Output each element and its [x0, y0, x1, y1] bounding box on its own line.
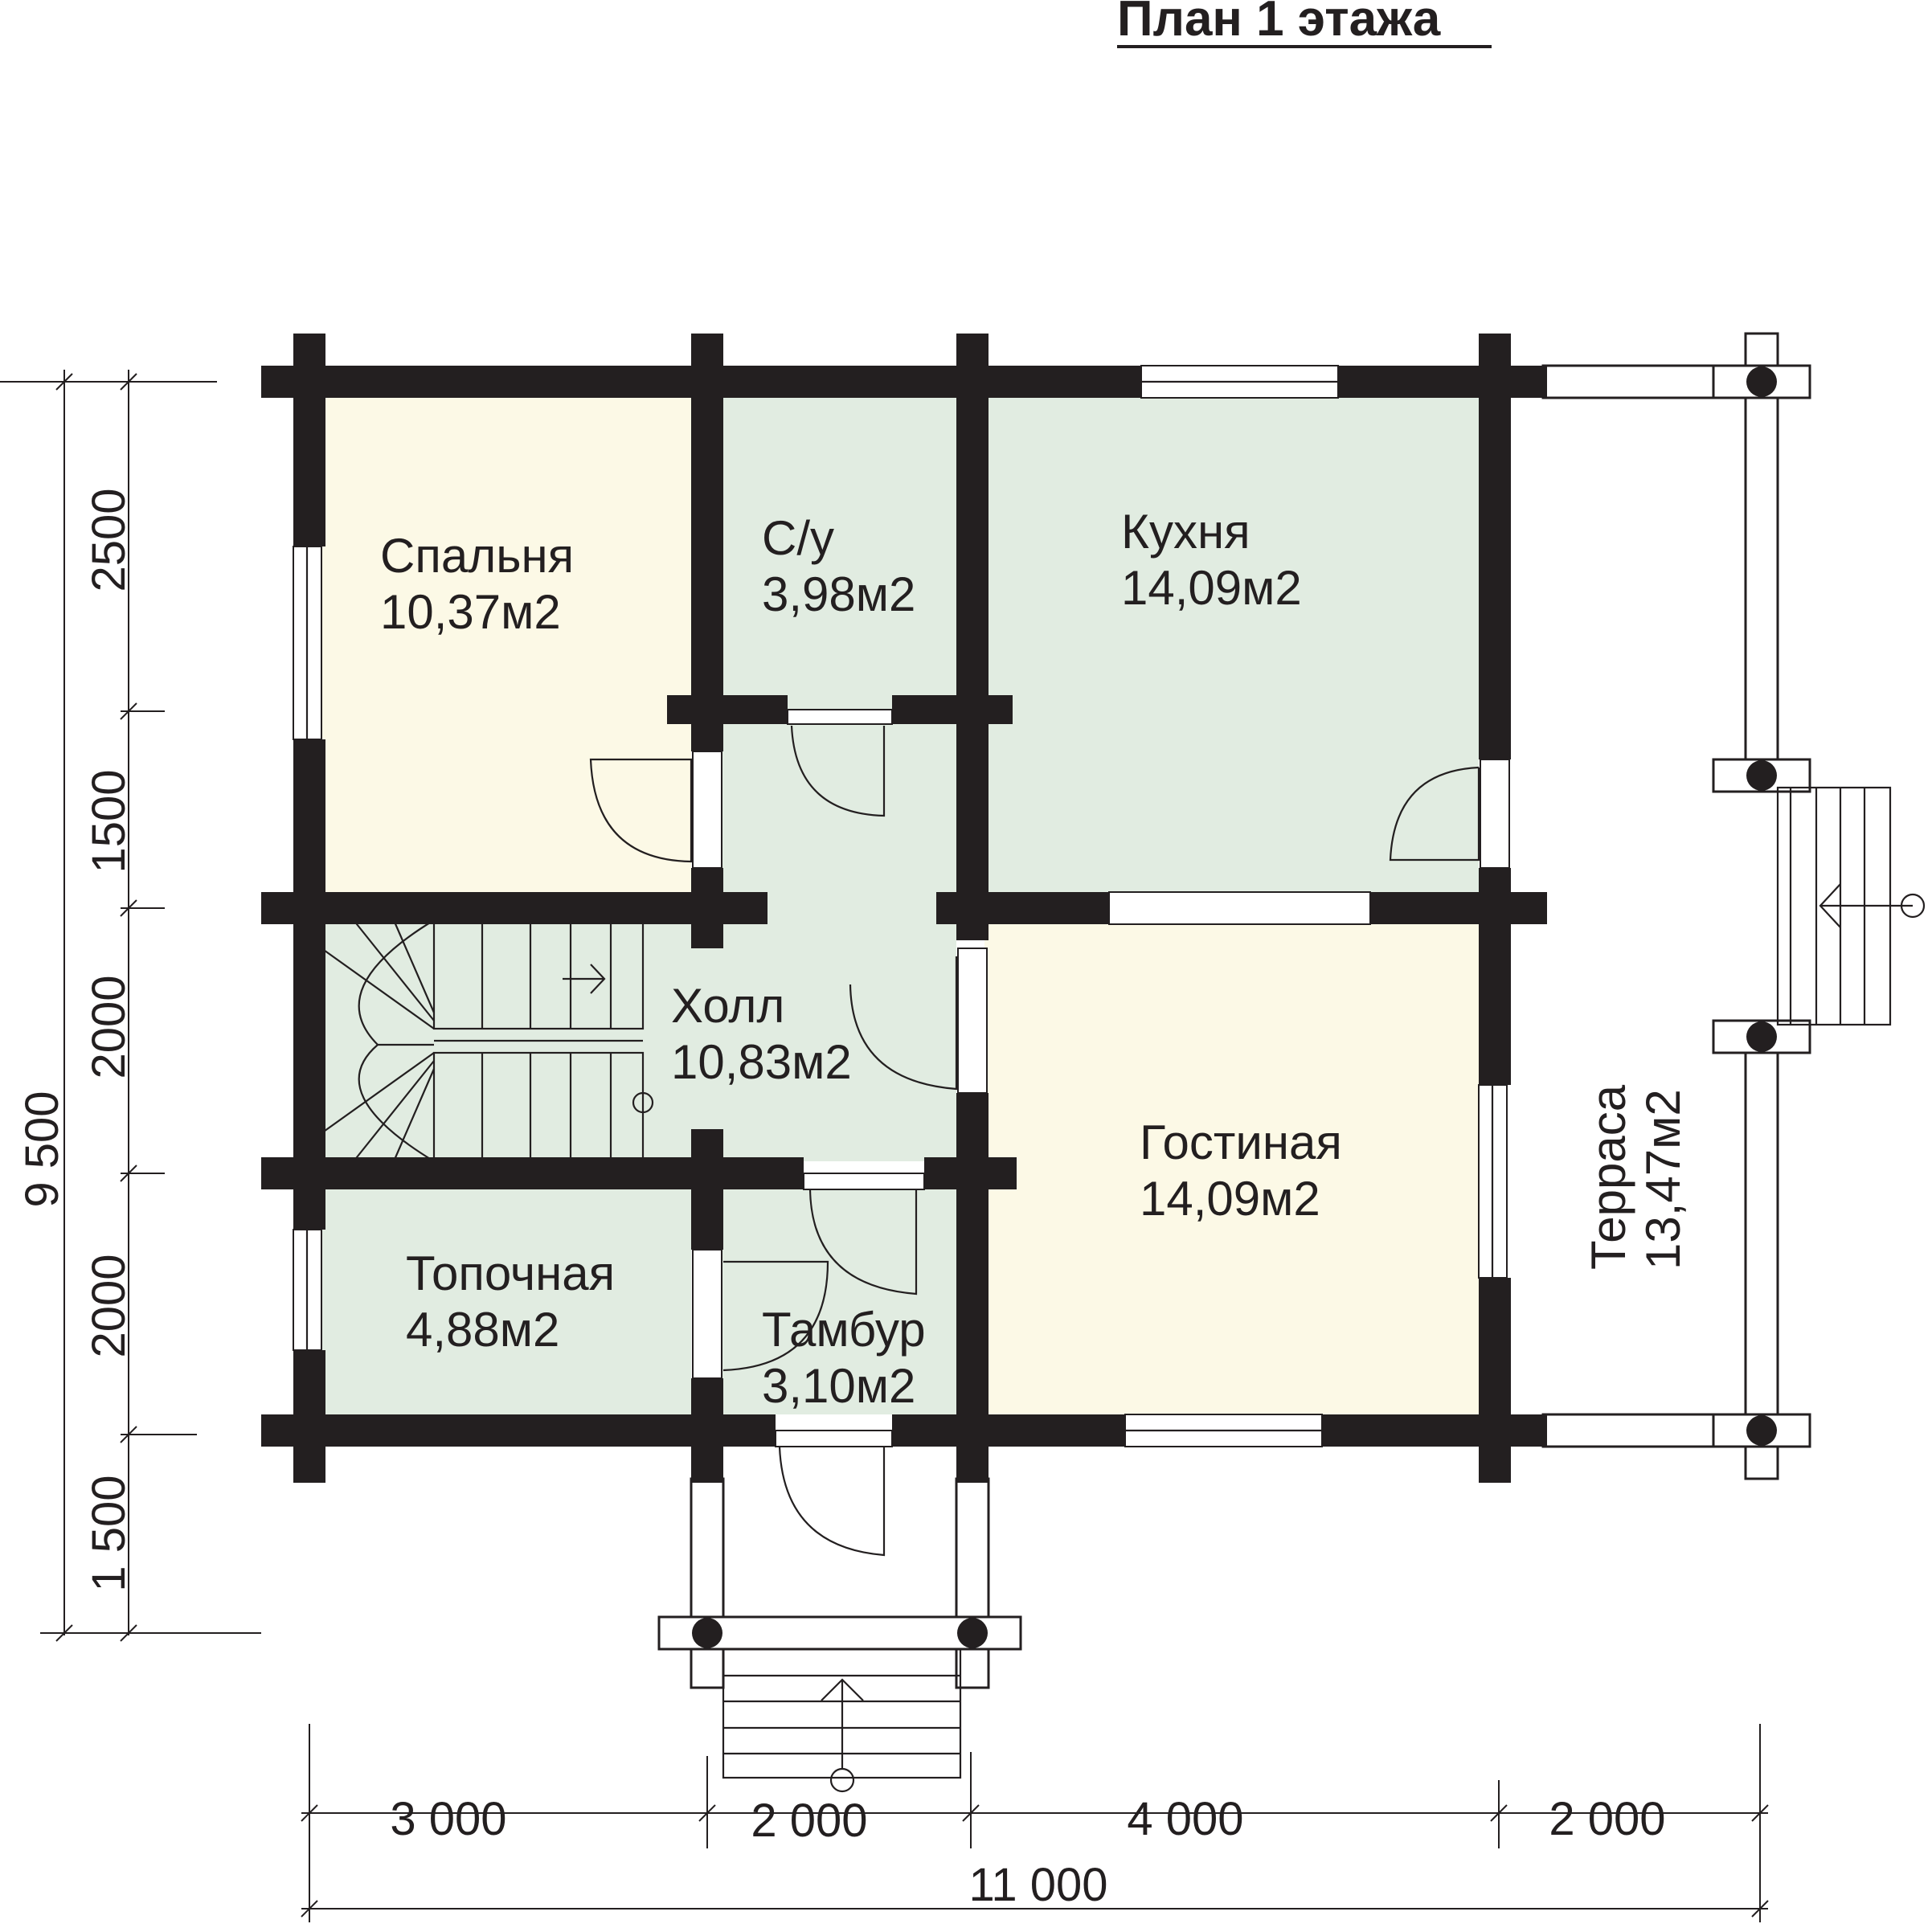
door-frame-bathroom	[787, 709, 893, 725]
door-frame-kitchen	[1480, 759, 1510, 869]
door-frame-vestibule	[803, 1173, 925, 1190]
dim-total-height: 9 500	[16, 1091, 68, 1207]
door-living	[849, 956, 958, 1091]
room-fills	[321, 398, 1479, 1414]
dim-bottom-seg-3: 4 000	[1127, 1793, 1243, 1845]
room-name-kitchen: Кухня	[1121, 505, 1250, 559]
room-name-hall: Холл	[671, 979, 784, 1033]
living-room-fill	[984, 924, 1479, 1414]
room-area-bedroom: 10,37м2	[380, 585, 561, 639]
terrace-steps	[1776, 786, 1926, 1026]
hall-fill	[719, 707, 956, 1161]
door-boiler	[722, 1260, 829, 1372]
bottom-dimensions: 3 000 2 000 4 000 2 000 11 000	[301, 1724, 1769, 1922]
door-frame-bedroom	[692, 751, 722, 869]
room-name-boiler: Топочная	[406, 1246, 615, 1300]
dim-left-seg-5: 1 500	[83, 1475, 135, 1591]
terrace-right-rail-top	[1744, 332, 1779, 777]
door-kitchen	[1389, 766, 1480, 862]
porch-left-rail	[690, 1477, 725, 1689]
room-area-vestibule: 3,10м2	[762, 1359, 915, 1413]
room-area-living: 14,09м2	[1140, 1172, 1320, 1226]
room-area-boiler: 4,88м2	[406, 1303, 559, 1357]
terrace-right-rail-bottom	[1744, 1019, 1779, 1480]
dim-total-width: 11 000	[968, 1859, 1107, 1911]
room-area-bathroom: 3,98м2	[762, 567, 915, 621]
dim-bottom-seg-4: 2 000	[1549, 1793, 1665, 1845]
room-labels: Спальня 10,37м2 С/у 3,98м2 Кухня 14,09м2…	[380, 505, 1690, 1413]
staircase	[321, 919, 654, 1163]
bedroom-fill	[321, 398, 691, 892]
left-dimensions: 9 500 2500 1500 2000 2000 1 500	[0, 370, 261, 1642]
room-area-kitchen: 14,09м2	[1121, 561, 1302, 615]
dim-left-seg-2: 1500	[83, 769, 135, 873]
door-entrance	[778, 1446, 886, 1557]
dim-left-seg-1: 2500	[83, 488, 135, 591]
room-name-bedroom: Спальня	[380, 529, 574, 583]
door-frame-boiler	[692, 1249, 722, 1379]
dim-left-seg-4: 2000	[83, 1254, 135, 1357]
room-name-vestibule: Тамбур	[762, 1303, 926, 1357]
porch-right-rail	[955, 1477, 990, 1689]
walls	[261, 334, 1547, 1483]
bathroom-fill	[719, 398, 956, 707]
windows	[293, 365, 1508, 1447]
door-bathroom	[790, 725, 886, 817]
door-vestibule	[808, 1189, 918, 1296]
posts	[692, 366, 1777, 1648]
room-area-terrace: 13,47м2	[1636, 1089, 1690, 1270]
porch-steps	[722, 1648, 962, 1793]
room-name-living: Гостиная	[1140, 1115, 1342, 1169]
room-area-hall: 10,83м2	[671, 1035, 852, 1089]
room-name-terrace: Терраса	[1582, 1084, 1635, 1270]
doors	[589, 709, 1510, 1557]
dim-bottom-seg-2: 2 000	[751, 1795, 867, 1847]
boiler-room-fill	[321, 1189, 691, 1414]
dim-left-seg-3: 2000	[83, 975, 135, 1079]
door-frame-living	[957, 948, 988, 1094]
kitchen-fill	[984, 398, 1479, 892]
door-frame-entrance	[775, 1430, 893, 1447]
room-name-bathroom: С/у	[762, 511, 834, 565]
dim-bottom-seg-1: 3 000	[390, 1793, 506, 1845]
door-bedroom	[589, 758, 693, 863]
plan-title: План 1 этажа	[1117, 0, 1441, 47]
window-kitchen-living	[1108, 891, 1371, 925]
